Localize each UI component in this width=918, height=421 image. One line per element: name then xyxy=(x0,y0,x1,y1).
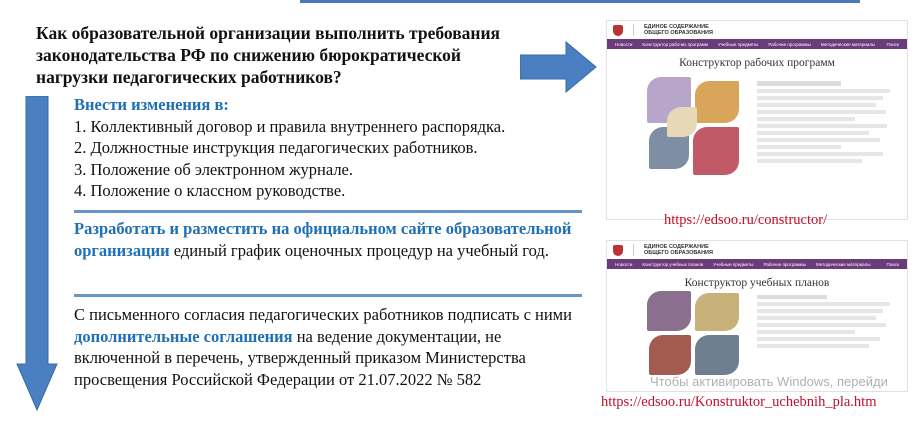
arrow-down-icon xyxy=(16,96,58,412)
site-nav: Новости Конструктор рабочих программ Уче… xyxy=(607,39,907,49)
nav-item[interactable]: Методические материалы xyxy=(820,41,876,47)
arrow-right-icon xyxy=(520,40,597,94)
curriculum-screenshot: ЕДИНОЕ СОДЕРЖАНИЕ ОБЩЕГО ОБРАЗОВАНИЯ Нов… xyxy=(606,240,908,392)
curriculum-link[interactable]: https://edsoo.ru/Konstruktor_uchebnih_pl… xyxy=(601,394,877,410)
nav-item[interactable]: Учебные предметы xyxy=(713,261,754,267)
site-logo: ЕДИНОЕ СОДЕРЖАНИЕ ОБЩЕГО ОБРАЗОВАНИЯ xyxy=(644,24,713,36)
nav-item[interactable]: Рабочие программы xyxy=(763,261,807,267)
body-text-placeholder xyxy=(757,79,897,166)
image-mosaic xyxy=(647,291,743,381)
agreements-text-before: С письменного согласия педагогических ра… xyxy=(74,305,572,324)
body-text-placeholder xyxy=(757,293,897,351)
site-logo: ЕДИНОЕ СОДЕРЖАНИЕ ОБЩЕГО ОБРАЗОВАНИЯ xyxy=(644,244,713,256)
list-item: 2. Должностные инструкция педагогических… xyxy=(74,138,478,157)
schedule-section: Разработать и разместить на официальном … xyxy=(74,218,574,261)
nav-item[interactable]: Учебные предметы xyxy=(717,41,759,47)
top-divider xyxy=(300,0,860,3)
site-header: ЕДИНОЕ СОДЕРЖАНИЕ ОБЩЕГО ОБРАЗОВАНИЯ xyxy=(607,21,907,39)
list-item: 1. Коллективный договор и правила внутре… xyxy=(74,116,506,136)
emblem-icon xyxy=(613,244,623,256)
question-heading: Как образовательной организации выполнит… xyxy=(36,23,501,87)
schedule-text: единый график оценочных процедур на учеб… xyxy=(169,240,549,260)
nav-item[interactable]: Конструктор рабочих программ xyxy=(642,41,708,47)
changes-list: 1. Коллективный договор и правила внутре… xyxy=(74,116,574,202)
windows-activation-watermark: Чтобы активировать Windows, перейди xyxy=(650,374,888,389)
constructor-screenshot: ЕДИНОЕ СОДЕРЖАНИЕ ОБЩЕГО ОБРАЗОВАНИЯ Нов… xyxy=(606,20,908,220)
nav-item[interactable]: Конструктор учебных планов xyxy=(642,261,704,267)
agreements-section: С письменного согласия педагогических ра… xyxy=(74,304,574,390)
emblem-icon xyxy=(613,24,623,36)
site-header: ЕДИНОЕ СОДЕРЖАНИЕ ОБЩЕГО ОБРАЗОВАНИЯ xyxy=(607,241,907,259)
constructor-link[interactable]: https://edsoo.ru/constructor/ xyxy=(664,212,828,228)
agreements-text-after: на ведение документации, не включенной в… xyxy=(74,326,526,389)
section-divider xyxy=(74,210,582,213)
schedule-highlight: Разработать и разместить на официальном … xyxy=(74,219,572,260)
page-title: Конструктор учебных планов xyxy=(684,277,830,289)
list-item: 3. Положение об электронном журнале. xyxy=(74,159,354,179)
site-nav: Новости Конструктор учебных планов Учебн… xyxy=(607,259,907,269)
nav-item[interactable]: Новости xyxy=(615,261,633,267)
nav-item[interactable]: Новости xyxy=(615,41,633,47)
agreements-highlight: дополнительные соглашения xyxy=(74,326,293,346)
nav-search[interactable]: Поиск xyxy=(886,41,899,47)
nav-item[interactable]: Рабочие программы xyxy=(768,41,811,47)
changes-heading: Внести изменения в: xyxy=(74,95,229,114)
nav-search[interactable]: Поиск xyxy=(886,261,899,267)
list-item: 4. Положение о классном руководстве. xyxy=(74,181,346,200)
image-mosaic xyxy=(647,77,743,182)
changes-section: Внести изменения в: 1. Коллективный дого… xyxy=(74,94,574,202)
page-title: Конструктор рабочих программ xyxy=(679,57,835,69)
section-divider xyxy=(74,294,582,297)
nav-item[interactable]: Методические материалы xyxy=(816,261,871,267)
